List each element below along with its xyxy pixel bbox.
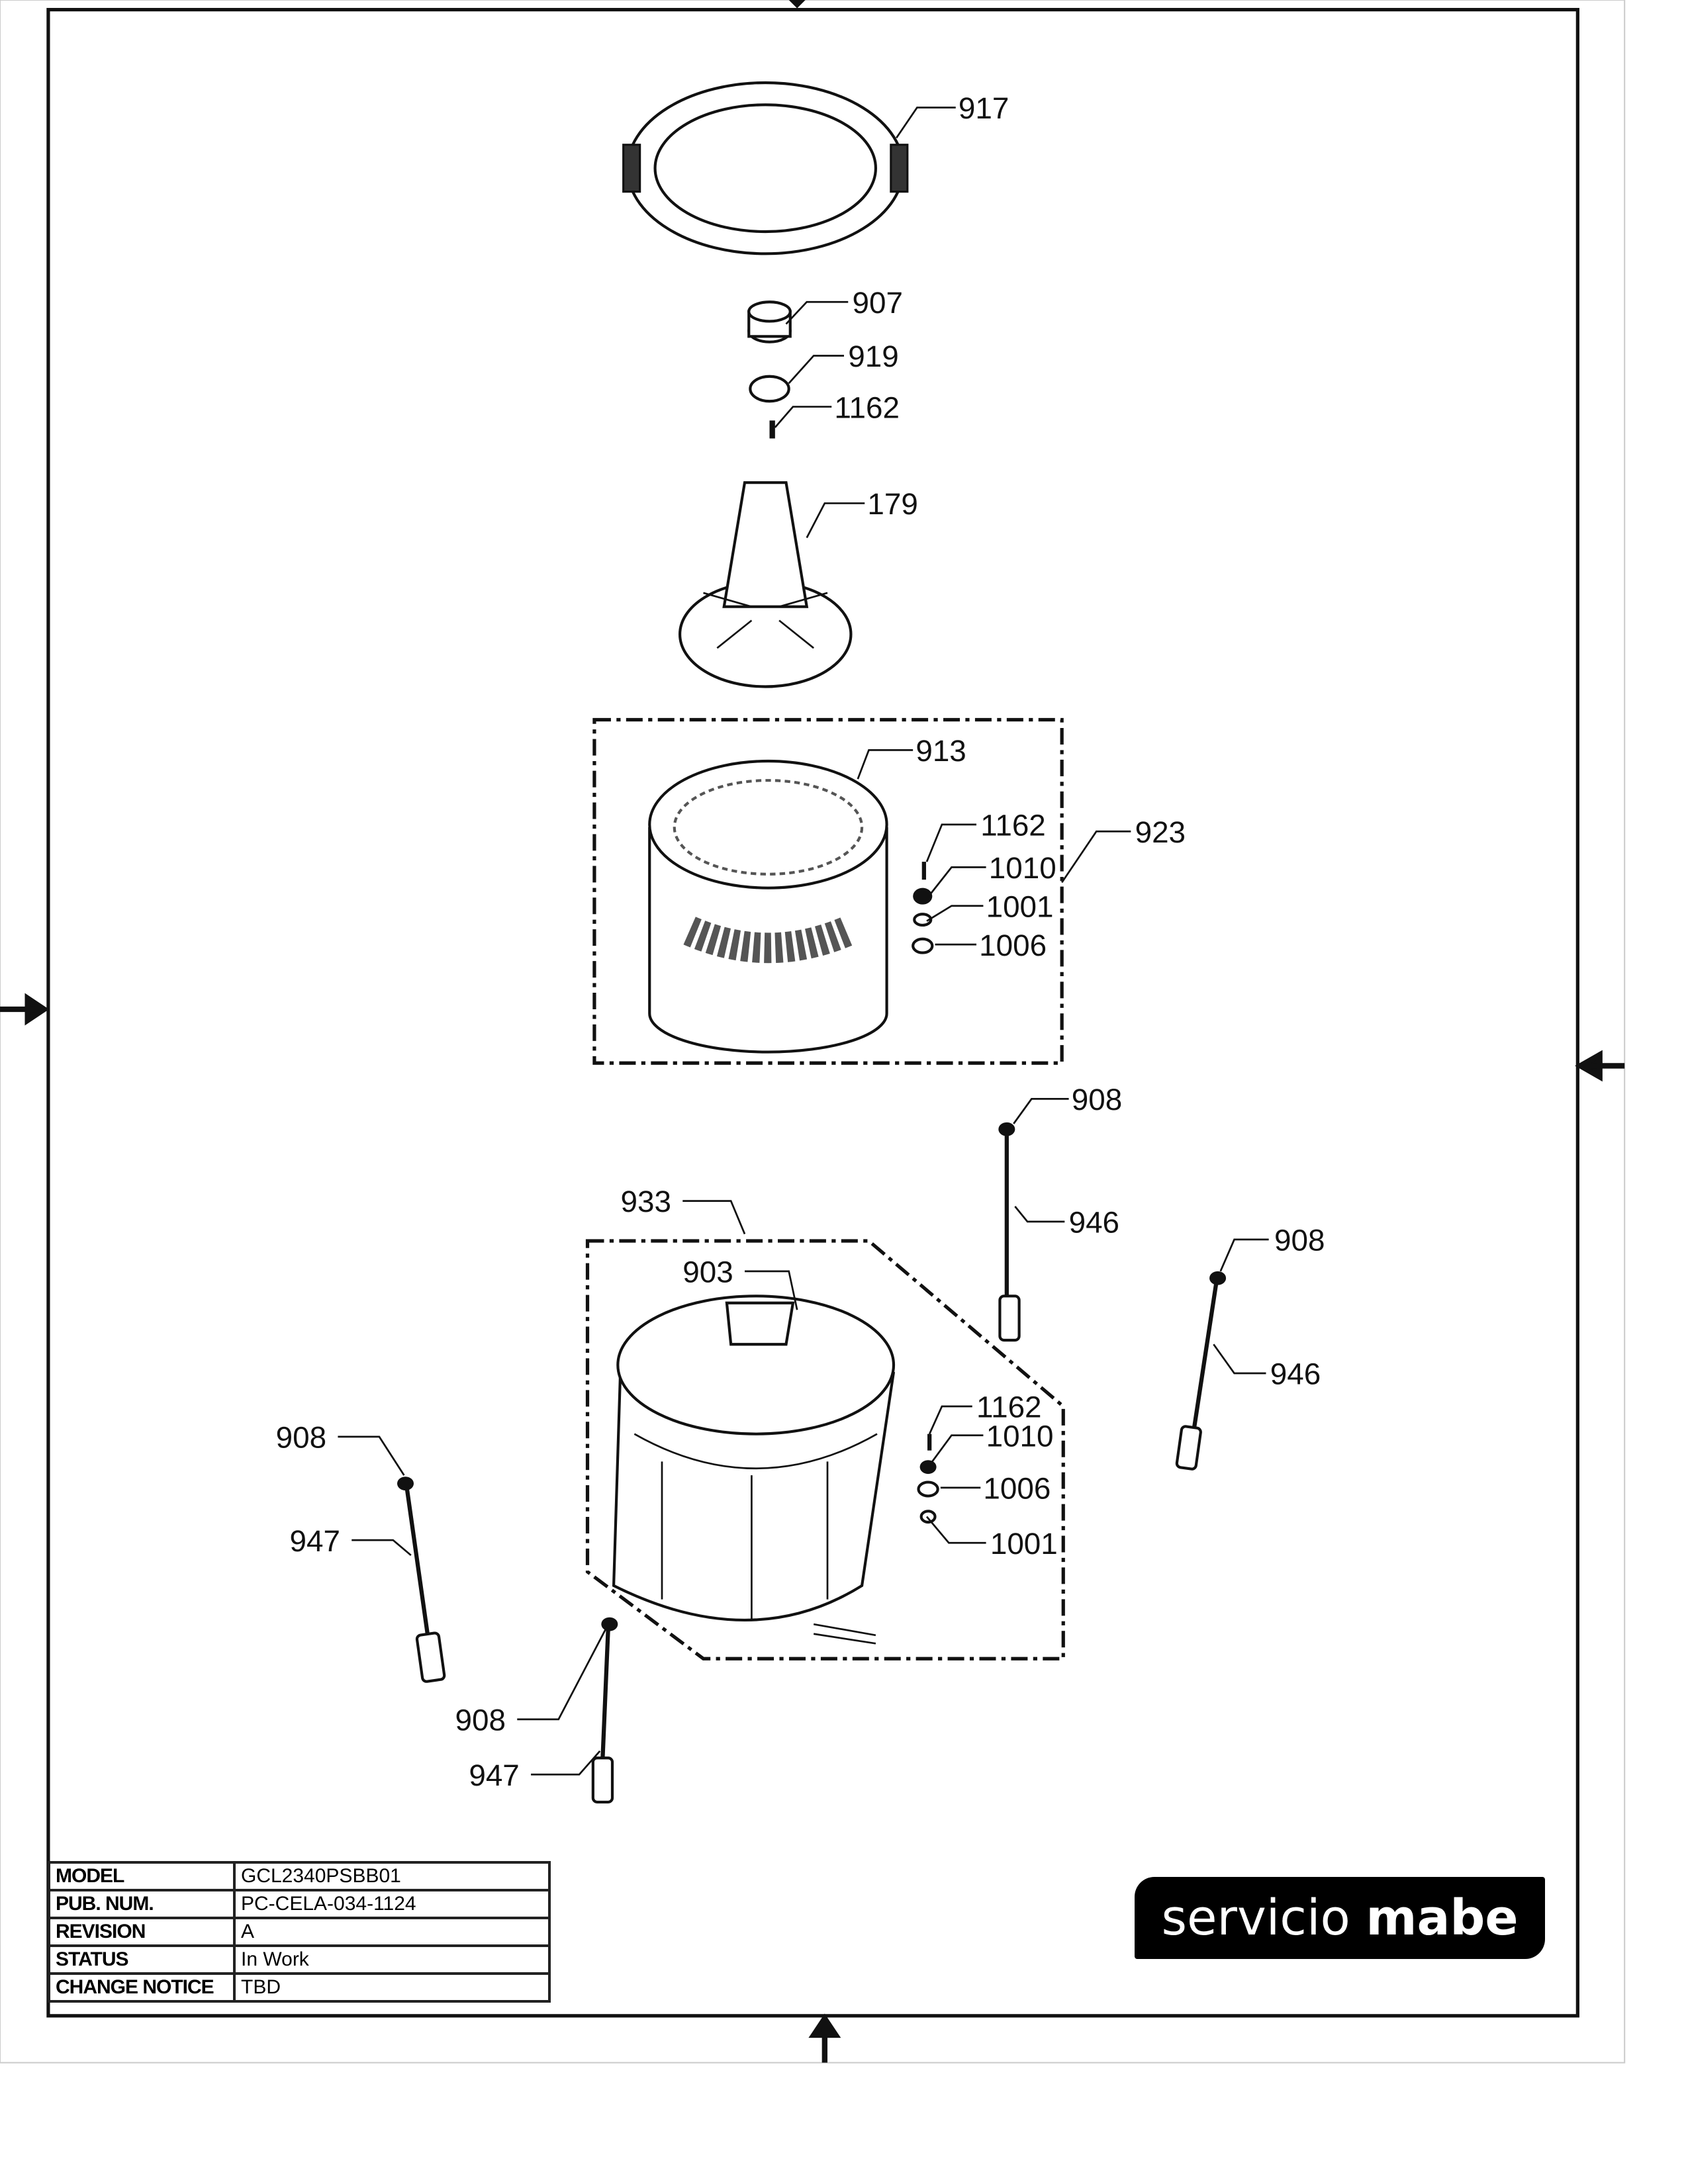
servicio-mabe-logo: servicio mabe bbox=[1135, 1877, 1545, 1959]
logo-text-light: servicio bbox=[1161, 1889, 1350, 1946]
callout-903: 903 bbox=[682, 1255, 733, 1289]
revision-label: REVISION bbox=[48, 1917, 236, 1947]
part-913-basket bbox=[648, 759, 888, 1054]
pub-num-label: PUB. NUM. bbox=[48, 1889, 236, 1919]
callout-1001: 1001 bbox=[990, 1527, 1058, 1561]
callout-1010: 1010 bbox=[989, 851, 1056, 885]
callout-1010: 1010 bbox=[986, 1419, 1054, 1453]
callout-908: 908 bbox=[1274, 1224, 1325, 1257]
group-933-box bbox=[585, 1239, 1065, 1661]
callout-947: 947 bbox=[469, 1758, 519, 1792]
part-179-agitator bbox=[679, 481, 853, 688]
part-947-suspension-rod-d bbox=[591, 1617, 618, 1803]
callout-947: 947 bbox=[290, 1524, 340, 1558]
callout-917: 917 bbox=[959, 91, 1009, 125]
part-917-tub-ring bbox=[622, 81, 909, 255]
callout-179: 179 bbox=[867, 487, 917, 521]
part-903-outer-tub bbox=[612, 1295, 896, 1645]
arrow-right-icon bbox=[1575, 1050, 1625, 1082]
callout-946: 946 bbox=[1270, 1357, 1321, 1391]
part-washers-upper bbox=[912, 862, 934, 954]
status-value: In Work bbox=[233, 1944, 551, 1975]
callout-908: 908 bbox=[455, 1704, 506, 1737]
model-label: MODEL bbox=[48, 1861, 236, 1891]
callout-1001: 1001 bbox=[986, 889, 1054, 923]
callout-919: 919 bbox=[848, 340, 898, 373]
callout-908: 908 bbox=[1072, 1083, 1122, 1116]
part-946-suspension-rod-b bbox=[1175, 1271, 1227, 1471]
callout-1006: 1006 bbox=[979, 929, 1047, 962]
callout-913: 913 bbox=[915, 734, 966, 768]
callout-907: 907 bbox=[853, 286, 903, 320]
callout-946: 946 bbox=[1069, 1205, 1119, 1239]
arrow-top-icon bbox=[788, 0, 806, 9]
part-919-seal bbox=[749, 375, 790, 403]
logo-text-bold: mabe bbox=[1366, 1889, 1519, 1946]
callout-923: 923 bbox=[1135, 815, 1186, 849]
part-947-suspension-rod-c bbox=[397, 1477, 446, 1683]
title-row-pub-num: PUB. NUM.PC-CELA-034-1124 bbox=[48, 1889, 551, 1919]
part-946-suspension-rod-a bbox=[998, 1122, 1021, 1342]
change-notice-value: TBD bbox=[233, 1972, 551, 2003]
status-label: STATUS bbox=[48, 1944, 236, 1975]
callout-908: 908 bbox=[276, 1421, 326, 1455]
part-907-bushing bbox=[747, 300, 792, 343]
pub-num-value: PC-CELA-034-1124 bbox=[233, 1889, 551, 1919]
callout-1162: 1162 bbox=[976, 1390, 1042, 1424]
callout-933: 933 bbox=[621, 1185, 671, 1218]
model-value: GCL2340PSBB01 bbox=[233, 1861, 551, 1891]
callout-1006: 1006 bbox=[983, 1472, 1051, 1506]
page-edge bbox=[0, 0, 1626, 2064]
callout-1162: 1162 bbox=[980, 809, 1046, 842]
arrow-bottom-icon bbox=[808, 2013, 841, 2063]
part-washers-lower bbox=[917, 1433, 939, 1524]
revision-value: A bbox=[233, 1917, 551, 1947]
drawing-frame bbox=[46, 7, 1579, 2018]
group-923-box bbox=[592, 717, 1064, 1065]
callout-leaders bbox=[338, 107, 1269, 1776]
change-notice-label: CHANGE NOTICE bbox=[48, 1972, 236, 2003]
callout-1162: 1162 bbox=[834, 390, 900, 424]
arrow-left-icon bbox=[0, 993, 50, 1026]
